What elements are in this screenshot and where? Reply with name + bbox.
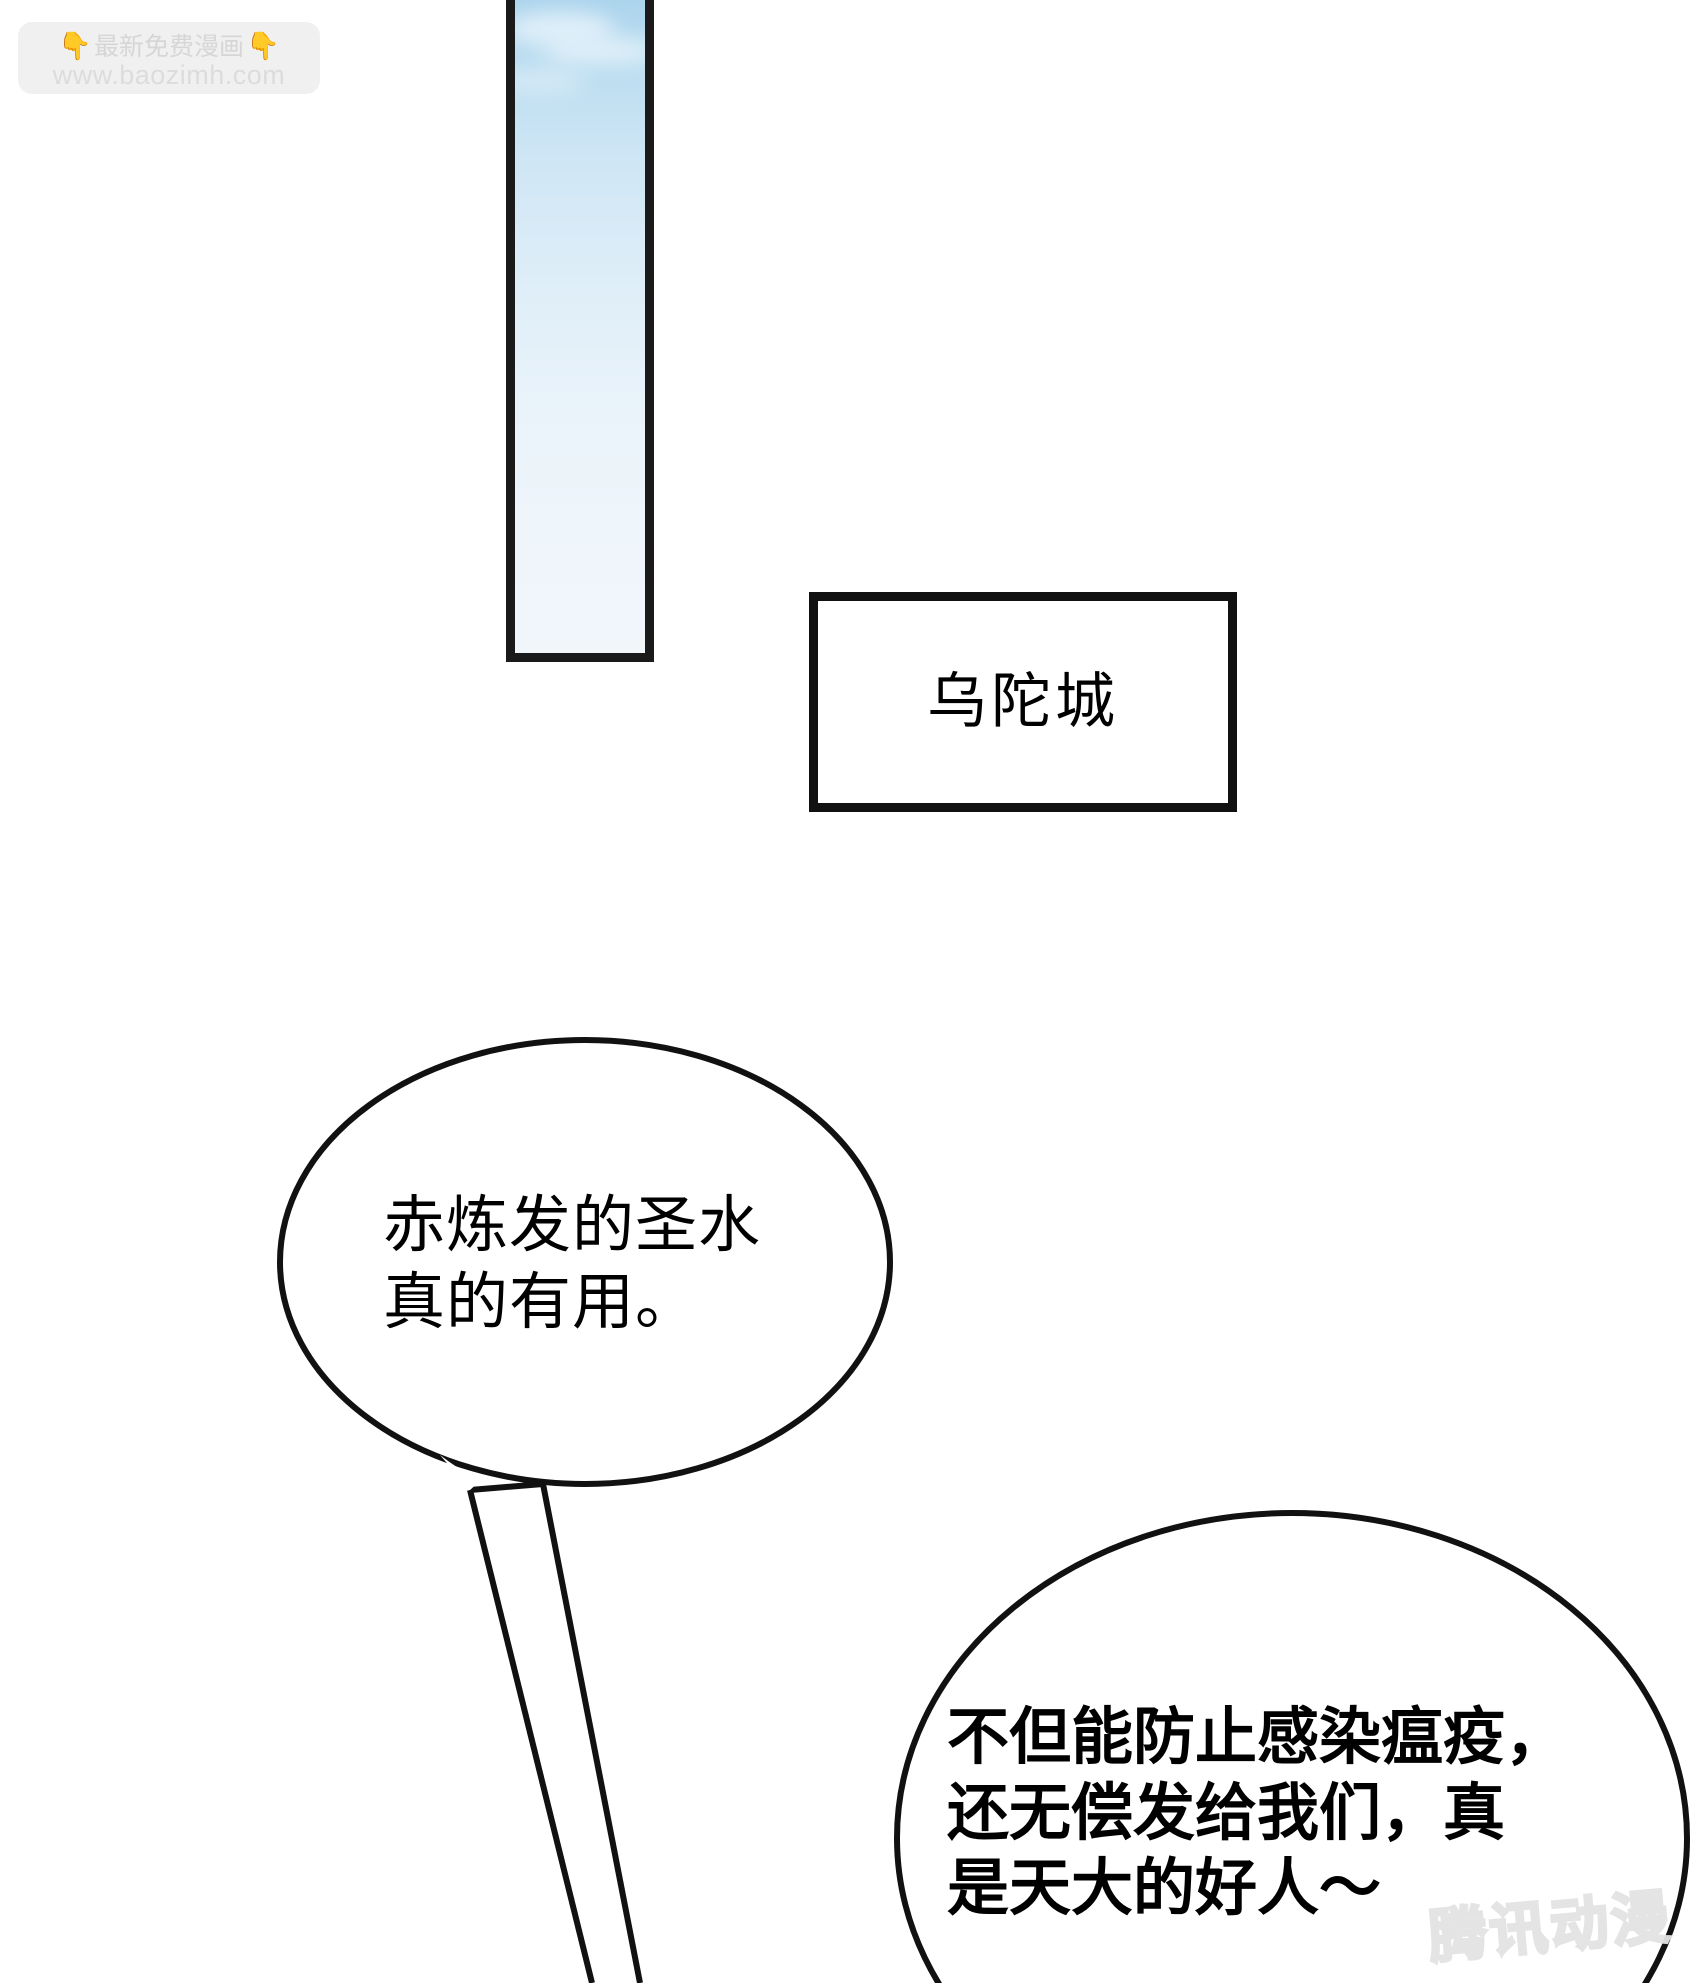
sky-strip-panel bbox=[506, 0, 654, 662]
site-watermark-chinese-text: 最新免费漫画 bbox=[93, 33, 244, 61]
speech-bubble-1 bbox=[277, 1037, 893, 1983]
site-watermark-row-top: 👇 最新免费漫画 👇 bbox=[58, 29, 279, 61]
site-watermark-url: www.baozimh.com bbox=[52, 60, 286, 90]
pointing-down-hand-icon: 👇 bbox=[58, 30, 92, 61]
speech-bubble-1-text: 赤炼发的圣水 真的有用。 bbox=[383, 1191, 762, 1337]
pointing-down-hand-icon: 👇 bbox=[246, 30, 280, 61]
caption-text: 乌陀城 bbox=[927, 668, 1119, 735]
speech-bubble-1-tail-notch bbox=[469, 1481, 544, 1493]
speech-bubble-1-tail-right-edge bbox=[540, 1483, 643, 1983]
speech-bubble-2-text: 不但能防止感染瘟疫， 还无偿发给我们，真 是天大的好人～ bbox=[947, 1703, 1568, 1924]
speech-bubble-1-tail-join-mask bbox=[440, 1455, 480, 1490]
site-watermark: 👇 最新免费漫画 👇 www.baozimh.com bbox=[18, 22, 320, 94]
cloud-shape bbox=[515, 70, 585, 92]
speech-bubble-1-tail-left-edge bbox=[467, 1489, 595, 1983]
cloud-shape bbox=[543, 38, 645, 64]
caption-box-location-label: 乌陀城 bbox=[809, 592, 1237, 812]
speech-bubble-1-tail-fill bbox=[470, 1484, 640, 1983]
